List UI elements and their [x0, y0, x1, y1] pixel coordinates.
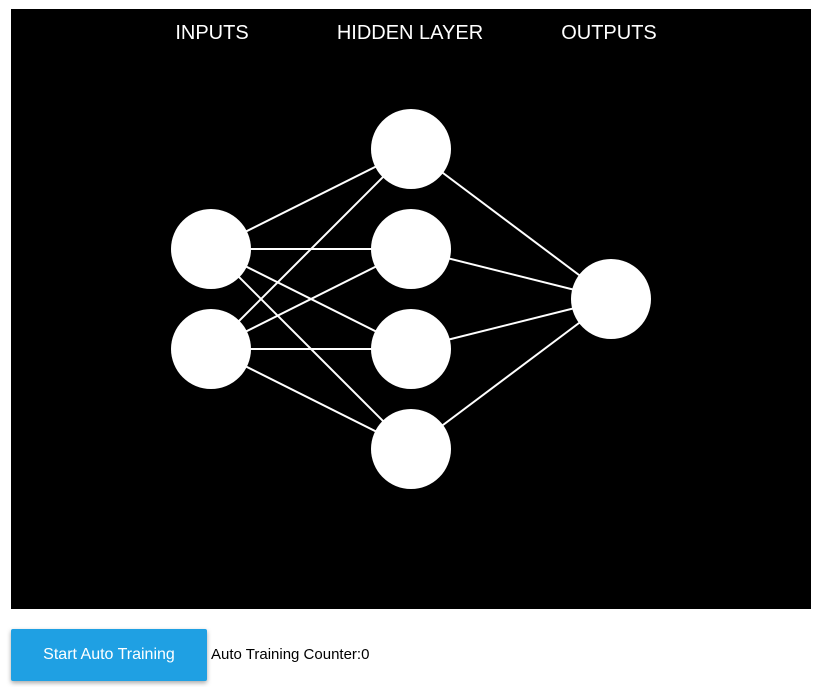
edge-hidden-4-to-output-1	[410, 298, 612, 450]
edge-input-2-to-hidden-1	[210, 148, 412, 350]
edge-hidden-1-to-output-1	[410, 148, 612, 300]
input-node-1	[171, 209, 251, 289]
hidden-node-4	[371, 409, 451, 489]
edges-group	[210, 148, 612, 450]
input-node-2	[171, 309, 251, 389]
network-diagram: INPUTS HIDDEN LAYER OUTPUTS	[171, 22, 657, 489]
output-node-1	[571, 259, 651, 339]
nodes-group	[171, 109, 651, 489]
counter-label: Auto Training Counter:	[211, 646, 362, 663]
hidden-layer-label: HIDDEN LAYER	[337, 22, 483, 44]
auto-training-counter: Auto Training Counter:0	[211, 646, 369, 663]
counter-value: 0	[361, 646, 370, 663]
inputs-label: INPUTS	[175, 22, 248, 44]
network-canvas: INPUTS HIDDEN LAYER OUTPUTS	[11, 9, 811, 609]
start-auto-training-button[interactable]: Start Auto Training	[11, 629, 207, 681]
hidden-node-2	[371, 209, 451, 289]
hidden-node-1	[371, 109, 451, 189]
outputs-label: OUTPUTS	[561, 22, 657, 44]
hidden-node-3	[371, 309, 451, 389]
